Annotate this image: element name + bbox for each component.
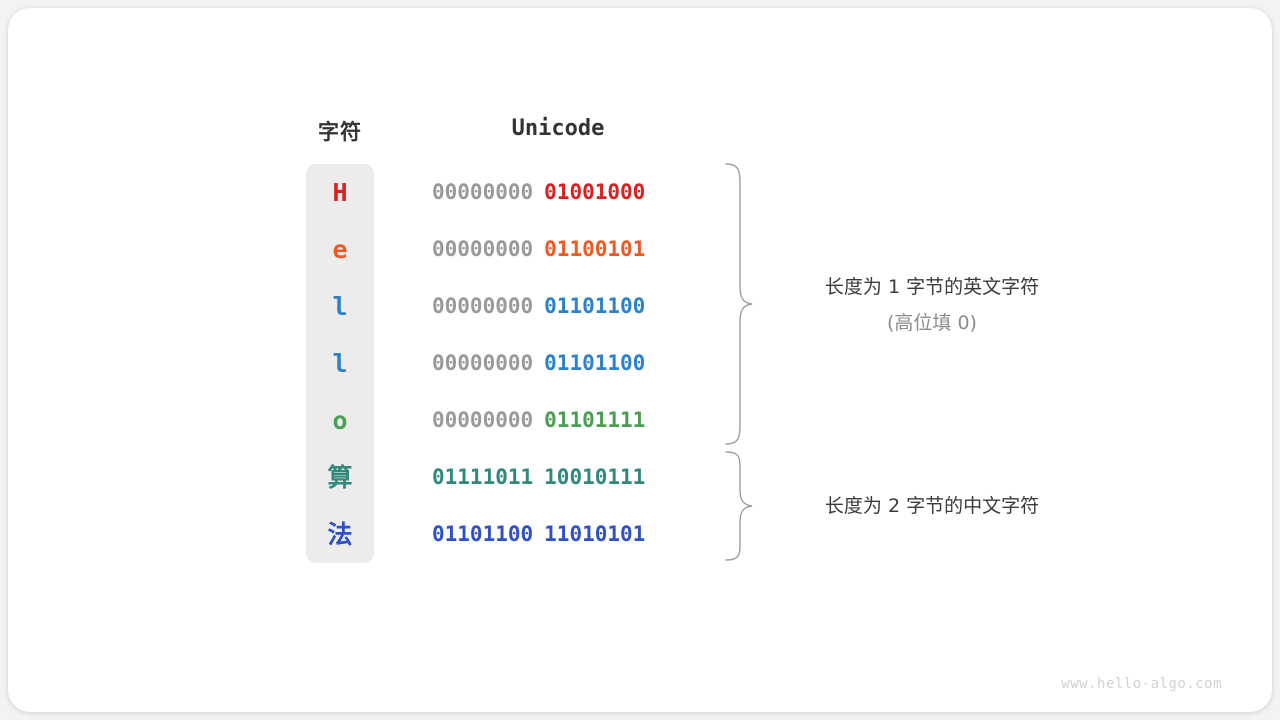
group-brace-chinese bbox=[725, 451, 753, 561]
high-byte: 00000000 bbox=[432, 237, 534, 261]
character-cell: o bbox=[332, 406, 348, 435]
binary-row: 00000000 01100101 bbox=[432, 221, 684, 278]
low-byte: 01101100 bbox=[544, 351, 646, 375]
high-byte: 00000000 bbox=[432, 408, 534, 432]
annotation-english-text: 长度为 1 字节的英文字符 bbox=[824, 276, 1040, 298]
figure-card bbox=[8, 8, 1272, 712]
character-cell: l bbox=[332, 349, 348, 378]
binary-row: 01101100 11010101 bbox=[432, 506, 684, 563]
high-byte: 00000000 bbox=[432, 180, 534, 204]
binary-row: 00000000 01101100 bbox=[432, 335, 684, 392]
binary-row: 00000000 01101111 bbox=[432, 392, 684, 449]
character-cell: 算 bbox=[327, 463, 353, 492]
high-byte: 01101100 bbox=[432, 522, 534, 546]
character-cell: H bbox=[332, 178, 348, 207]
low-byte: 01101100 bbox=[544, 294, 646, 318]
character-column-panel bbox=[306, 164, 374, 563]
watermark: www.hello-algo.com bbox=[1061, 676, 1222, 692]
low-byte: 01101111 bbox=[544, 408, 646, 432]
binary-row: 00000000 01001000 bbox=[432, 164, 684, 221]
binary-row: 00000000 01101100 bbox=[432, 278, 684, 335]
character-cell: 法 bbox=[327, 520, 353, 549]
annotation-english-subtext: (高位填 0) bbox=[887, 312, 977, 334]
low-byte: 10010111 bbox=[544, 465, 646, 489]
low-byte: 01100101 bbox=[544, 237, 646, 261]
column-header-character: 字符 bbox=[318, 121, 362, 144]
high-byte: 00000000 bbox=[432, 351, 534, 375]
high-byte: 01111011 bbox=[432, 465, 534, 489]
binary-row: 01111011 10010111 bbox=[432, 449, 684, 506]
annotation-chinese-text: 长度为 2 字节的中文字符 bbox=[824, 495, 1040, 517]
character-cell: l bbox=[332, 292, 348, 321]
character-cell: e bbox=[332, 235, 348, 264]
low-byte: 11010101 bbox=[544, 522, 646, 546]
low-byte: 01001000 bbox=[544, 180, 646, 204]
high-byte: 00000000 bbox=[432, 294, 534, 318]
column-header-unicode: Unicode bbox=[511, 116, 605, 141]
group-brace-english bbox=[725, 163, 753, 445]
